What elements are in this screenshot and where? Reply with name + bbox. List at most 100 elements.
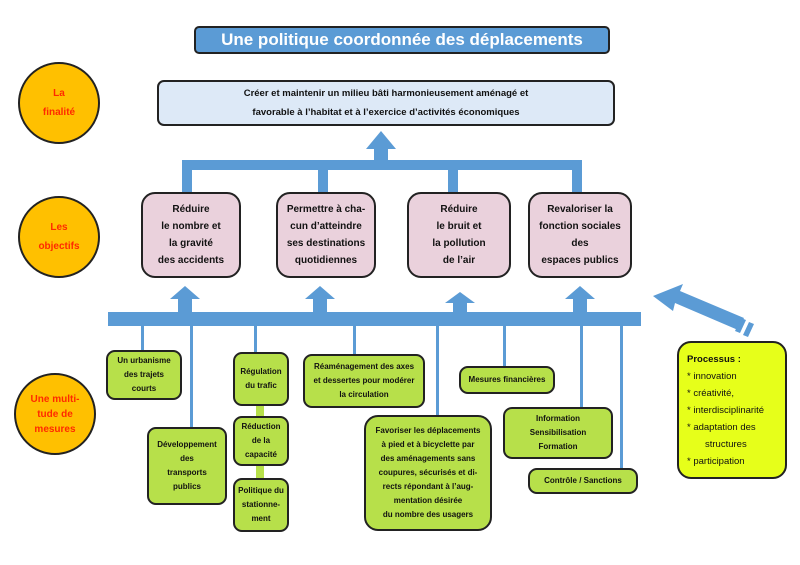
- measure-line: Développement: [157, 440, 217, 449]
- measure-line: Un urbanisme: [117, 356, 171, 365]
- objective-line: des accidents: [157, 255, 225, 266]
- upper-drop-3: [448, 165, 458, 193]
- measure-line: à pied et à bicyclette par: [381, 440, 475, 449]
- objective-arrow-shaft-3: [453, 302, 467, 314]
- objective-line: Permettre à cha-: [286, 204, 366, 215]
- objective-line: de l’air: [442, 255, 476, 266]
- measure-transports-publics: Développement des transports publics: [147, 427, 227, 505]
- objective-arrow-head-2: [305, 286, 335, 299]
- goal-arrow-head: [366, 131, 396, 149]
- process-item: * participation: [687, 456, 745, 467]
- objective-line: le nombre et: [161, 221, 221, 232]
- drop-information: [580, 324, 583, 408]
- measure-line: capacité: [244, 450, 278, 459]
- link-regulation-reduction: [256, 404, 264, 418]
- level-finalite-line-1: La: [53, 88, 65, 99]
- goal-line-1: Créer et maintenir un milieu bâti harmon…: [243, 88, 529, 99]
- link-reduction-stationnement: [256, 464, 264, 480]
- objective-line: espaces publics: [541, 255, 619, 266]
- drop-reamenagement: [353, 324, 356, 356]
- objective-line: Réduire: [440, 204, 478, 215]
- diagram-title: Une politique coordonnée des déplacement…: [194, 26, 610, 54]
- measure-reduction-capacite: Réduction de la capacité: [233, 416, 289, 466]
- measure-line: rects répondant à l’aug-: [382, 482, 474, 491]
- measure-line: Formation: [538, 442, 578, 451]
- objective-line: des: [571, 238, 589, 249]
- upper-bus-bar: [182, 160, 582, 170]
- process-item: * créativité,: [687, 388, 734, 399]
- measure-line: Sensibilisation: [529, 428, 587, 437]
- measure-line: Mesures financières: [468, 375, 546, 384]
- measure-line: ment: [251, 514, 271, 523]
- drop-regulation: [254, 324, 257, 354]
- measure-line: du nombre des usagers: [382, 510, 474, 519]
- objective-arrow-shaft-4: [573, 298, 587, 314]
- measure-line: la circulation: [339, 390, 389, 399]
- objective-destinations: Permettre à cha- cun d’atteindre ses des…: [276, 192, 376, 278]
- level-mesures-line-2: tude de: [37, 408, 73, 420]
- goal-box: Créer et maintenir un milieu bâti harmon…: [157, 80, 615, 126]
- measure-line: courts: [131, 384, 157, 393]
- measure-line: du trafic: [245, 381, 277, 390]
- level-mesures-line-1: Une multi-: [30, 393, 80, 405]
- measure-stationnement: Politique du stationne- ment: [233, 478, 289, 532]
- drop-urbanisme: [141, 324, 144, 351]
- objective-arrow-shaft-1: [178, 298, 192, 314]
- measure-urbanisme: Un urbanisme des trajets courts: [106, 350, 182, 400]
- measure-line: transports: [167, 468, 207, 477]
- measure-reamenagement: Réaménagement des axes et dessertes pour…: [303, 354, 425, 408]
- process-heading: Processus :: [687, 354, 741, 365]
- objective-espaces-publics: Revaloriser la fonction sociales des esp…: [528, 192, 632, 278]
- objective-line: la gravité: [169, 238, 213, 249]
- process-box: Processus : * innovation * créativité, *…: [677, 341, 787, 479]
- measure-information: Information Sensibilisation Formation: [503, 407, 613, 459]
- objective-arrow-head-4: [565, 286, 595, 299]
- upper-drop-4: [572, 165, 582, 193]
- measure-line: mentation désirée: [393, 496, 463, 505]
- measure-line: de la: [251, 436, 271, 445]
- measure-regulation-trafic: Régulation du trafic: [233, 352, 289, 406]
- measure-controle-sanctions: Contrôle / Sanctions: [528, 468, 638, 494]
- level-objectifs-line-2: objectifs: [38, 241, 80, 252]
- measure-modes-doux: Favoriser les déplacements à pied et à b…: [364, 415, 492, 531]
- measure-line: Contrôle / Sanctions: [544, 476, 622, 485]
- process-item: * interdisciplinarité: [687, 405, 765, 416]
- goal-line-2: favorable à l’habitat et à l’exercice d’…: [252, 107, 520, 118]
- objective-line: Réduire: [172, 204, 210, 215]
- level-objectifs-line-1: Les: [50, 222, 68, 233]
- upper-drop-2: [318, 165, 328, 193]
- level-mesures: Une multi- tude de mesures: [14, 373, 96, 455]
- measure-line: des: [180, 454, 194, 463]
- measure-line: Favoriser les déplacements: [375, 426, 481, 435]
- drop-transports: [190, 324, 193, 428]
- drop-favoriser: [436, 324, 439, 416]
- drop-controle: [620, 324, 623, 469]
- measure-line: coupures, sécurisés et di-: [378, 468, 478, 477]
- measure-financieres: Mesures financières: [459, 366, 555, 394]
- objective-line: la pollution: [432, 238, 486, 249]
- objective-arrow-head-3: [445, 292, 475, 303]
- objective-line: cun d’atteindre: [290, 221, 362, 232]
- process-item: structures: [705, 439, 747, 450]
- measure-line: Régulation: [240, 367, 282, 376]
- goal-arrow-shaft: [374, 148, 388, 162]
- objective-line: ses destinations: [286, 238, 366, 249]
- measure-line: Politique du: [238, 486, 284, 495]
- objective-line: le bruit et: [436, 221, 482, 232]
- measure-line: Information: [536, 414, 580, 423]
- process-arrow: [653, 284, 754, 337]
- process-item: * innovation: [687, 371, 737, 382]
- measure-line: stationne-: [241, 500, 281, 509]
- level-finalite: La finalité: [18, 62, 100, 144]
- drop-financieres: [503, 324, 506, 368]
- objective-arrow-shaft-2: [313, 298, 327, 314]
- measure-line: et dessertes pour modérer: [313, 376, 415, 385]
- level-mesures-line-3: mesures: [34, 423, 76, 435]
- measure-line: des aménagements sans: [380, 454, 476, 463]
- process-item: * adaptation des: [687, 422, 756, 433]
- upper-drop-1: [182, 165, 192, 193]
- objective-accidents: Réduire le nombre et la gravité des acci…: [141, 192, 241, 278]
- level-objectifs: Les objectifs: [18, 196, 100, 278]
- measure-line: des trajets: [123, 370, 165, 379]
